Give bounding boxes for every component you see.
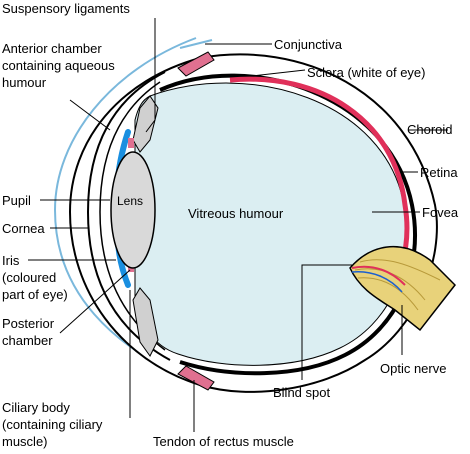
rectus-muscle-top: [177, 51, 215, 77]
label-blind-spot: Blind spot: [273, 385, 330, 400]
optic-vessels: [351, 265, 406, 286]
label-posterior-1: Posterior: [2, 316, 55, 331]
ciliary-lower: [132, 287, 159, 357]
label-fovea: Fovea: [422, 205, 459, 220]
label-tendon: Tendon of rectus muscle: [153, 434, 294, 449]
label-anterior-chamber-3: humour: [2, 75, 47, 90]
lead-posterior: [59, 269, 131, 334]
label-ciliary-body-3: muscle): [2, 434, 48, 449]
label-anterior-chamber-1: Anterior chamber: [2, 41, 102, 56]
label-lens: Lens: [117, 194, 143, 208]
optic-vessels-blue: [351, 270, 403, 293]
ciliary-muscle-upper: [128, 138, 134, 148]
label-ciliary-body-1: Ciliary body: [2, 400, 70, 415]
lead-anterior: [69, 99, 111, 131]
label-choroid: Choroid: [407, 122, 453, 137]
label-suspensory-ligaments: Suspensory ligaments: [2, 1, 130, 16]
label-pupil: Pupil: [2, 193, 31, 208]
ciliary-upper: [132, 95, 159, 153]
cornea-inner: [99, 81, 166, 351]
label-anterior-chamber-2: containing aqueous: [2, 58, 115, 73]
label-iris-3: part of eye): [2, 287, 68, 302]
label-optic-nerve: Optic nerve: [380, 361, 446, 376]
cornea: [86, 71, 171, 361]
label-conjunctiva: Conjunctiva: [274, 37, 343, 52]
lead-suspensory: [145, 18, 156, 133]
rectus-muscle-bottom: [177, 365, 215, 391]
label-ciliary-body-2: (containing ciliary: [2, 417, 103, 432]
lead-blind-spot: [301, 264, 352, 380]
label-retina: Retina: [420, 165, 458, 180]
label-iris-2: (coloured: [2, 270, 56, 285]
label-sclera: Sclera (white of eye): [307, 65, 426, 80]
label-iris-1: Iris: [2, 253, 20, 268]
label-posterior-2: chamber: [2, 333, 53, 348]
lead-sclera: [251, 69, 306, 77]
label-vitreous-humour: Vitreous humour: [188, 206, 284, 221]
conjunctiva-line: [179, 39, 213, 49]
lens: [110, 151, 156, 269]
label-cornea: Cornea: [2, 221, 45, 236]
